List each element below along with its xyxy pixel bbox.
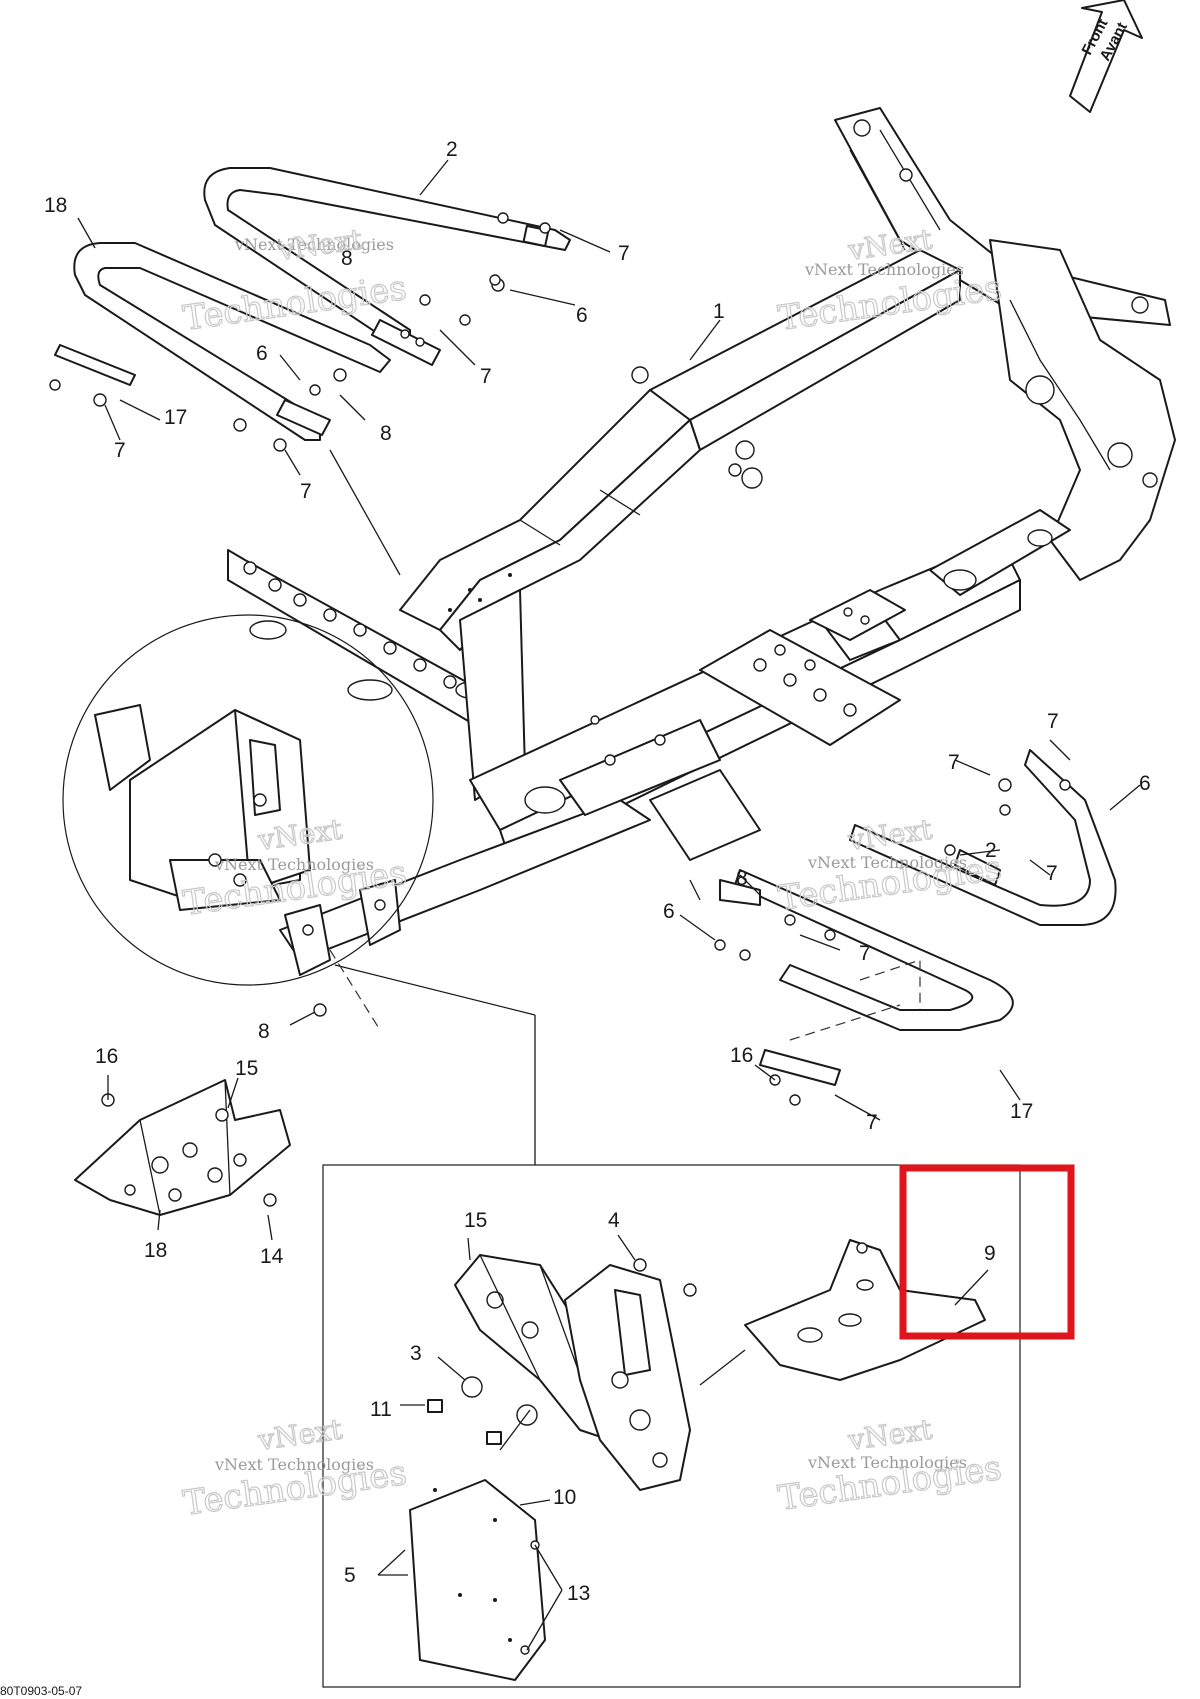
callout-18[interactable]: 18	[44, 194, 67, 217]
callout-7[interactable]: 7	[618, 242, 630, 265]
callout-8[interactable]: 7	[1046, 862, 1058, 885]
diagram-code: 80T0903-05-07	[0, 1684, 82, 1698]
rear-cross-holes	[243, 561, 457, 689]
callout-11[interactable]: 3	[410, 1342, 422, 1365]
watermark-text: vNext	[845, 1412, 934, 1457]
callout-4[interactable]: 15	[464, 1209, 487, 1232]
callout-10[interactable]: 11	[370, 1398, 392, 1421]
bracket-14	[74, 1079, 291, 1216]
watermark-text: vNext Technologies	[807, 1453, 967, 1472]
callout-7[interactable]: 16	[730, 1044, 753, 1067]
callout-6[interactable]: 8	[736, 867, 748, 890]
callout-5[interactable]: 10	[553, 1486, 576, 1509]
callout-8[interactable]: 7	[859, 942, 871, 965]
callout-7[interactable]: 7	[480, 365, 492, 388]
callout-18[interactable]: 17	[1010, 1100, 1033, 1123]
callout-16[interactable]: 15	[235, 1057, 258, 1080]
front-direction-arrow: Front Avant	[1069, 0, 1143, 113]
callout-6[interactable]: 6	[256, 342, 268, 365]
callout-15[interactable]: 14	[260, 1245, 284, 1268]
callout-8[interactable]: 8	[341, 247, 353, 270]
callout-17[interactable]: 17	[164, 406, 187, 429]
callout-12[interactable]: 13	[567, 1582, 590, 1605]
callout-7[interactable]: 6	[663, 900, 675, 923]
callout-7[interactable]: 7	[1047, 710, 1059, 733]
watermark-text: vNext Technologies	[214, 855, 374, 874]
callout-15[interactable]: 16	[95, 1045, 118, 1068]
watermark-text: vNext Technologies	[214, 1455, 374, 1474]
connector-lines	[329, 449, 921, 1041]
rear-detail-circle	[62, 614, 434, 986]
inset-detail-box	[322, 964, 1021, 1688]
highlight-box	[899, 1164, 1075, 1340]
callout-7[interactable]: 7	[114, 439, 126, 462]
callout-16[interactable]: 8	[258, 1020, 270, 1043]
side-step-rails	[719, 749, 1117, 1086]
watermark-text: vNext Technologies	[804, 260, 964, 279]
callout-3[interactable]: 9	[984, 1242, 996, 1265]
callout-6[interactable]: 6	[576, 304, 588, 327]
callout-1[interactable]: 1	[713, 300, 725, 323]
callout-labels: 2 18 8 7 6 7 1 6 17 7 8 7 7 7 6 2 7 8 6 …	[44, 138, 1151, 1605]
watermark-text: vNext	[845, 812, 934, 857]
callout-13[interactable]: 5	[344, 1564, 356, 1587]
callout-6[interactable]: 7	[948, 751, 960, 774]
callout-2[interactable]: 6	[1139, 772, 1151, 795]
watermark-text: vNext Technologies	[807, 853, 967, 872]
callout-2[interactable]: 2	[446, 138, 458, 161]
callout-9[interactable]: 4	[608, 1209, 620, 1232]
watermark-text: vNext	[255, 1412, 344, 1457]
callout-7[interactable]: 2	[985, 839, 997, 862]
watermark-text: vNext Technologies	[234, 235, 394, 254]
callout-14[interactable]: 18	[144, 1239, 167, 1262]
callout-8[interactable]: 8	[380, 422, 392, 445]
leader-lines	[77, 159, 1141, 1651]
callout-17[interactable]: 7	[866, 1111, 878, 1134]
rear-rack-rails	[54, 167, 571, 441]
callout-7[interactable]: 7	[300, 480, 312, 503]
main-frame	[227, 107, 1176, 976]
